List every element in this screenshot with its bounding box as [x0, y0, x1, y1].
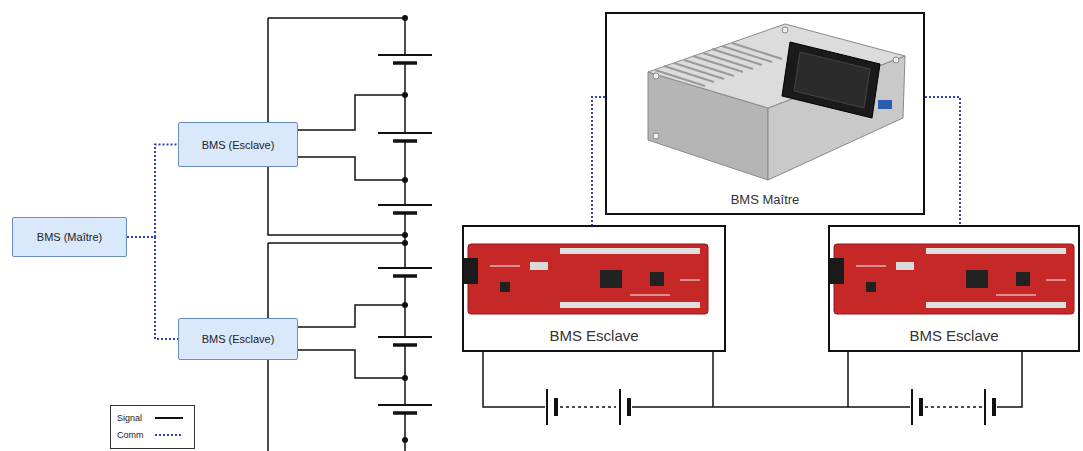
comm-link: [925, 97, 960, 225]
battery-pack-wires: [483, 352, 1022, 407]
bms-box: BMS (Maître): [12, 217, 127, 257]
comm-link: [592, 97, 605, 225]
module-panel: BMS Esclave: [462, 225, 726, 352]
legend-text: Comm: [117, 430, 155, 440]
battery-cells: [378, 15, 432, 443]
bms-box: BMS (Esclave): [178, 318, 298, 360]
legend-row: Signal: [117, 409, 188, 426]
legend-sample: [155, 431, 185, 439]
bms-box: BMS (Esclave): [178, 122, 298, 167]
legend-text: Signal: [117, 413, 155, 423]
node-label: BMS Esclave: [906, 327, 1001, 344]
signal-wires: [268, 18, 405, 451]
pcb-illustration: [464, 244, 708, 314]
legend-box: SignalComm: [110, 405, 195, 449]
node-label: BMS (Esclave): [202, 333, 275, 345]
ecu-illustration: [648, 24, 905, 180]
legend-sample: [155, 414, 185, 422]
legend-row: Comm: [117, 426, 188, 443]
battery-pack-cells: [547, 389, 994, 425]
comm-link: [127, 237, 178, 339]
module-panel: BMS Esclave: [828, 225, 1080, 352]
node-label: BMS Maître: [728, 192, 803, 207]
pcb-illustration: [830, 244, 1074, 314]
node-label: BMS Esclave: [546, 327, 641, 344]
comm-link: [127, 145, 178, 238]
node-label: BMS (Maître): [37, 231, 102, 243]
node-label: BMS (Esclave): [202, 139, 275, 151]
module-panel: BMS Maître: [605, 12, 925, 215]
